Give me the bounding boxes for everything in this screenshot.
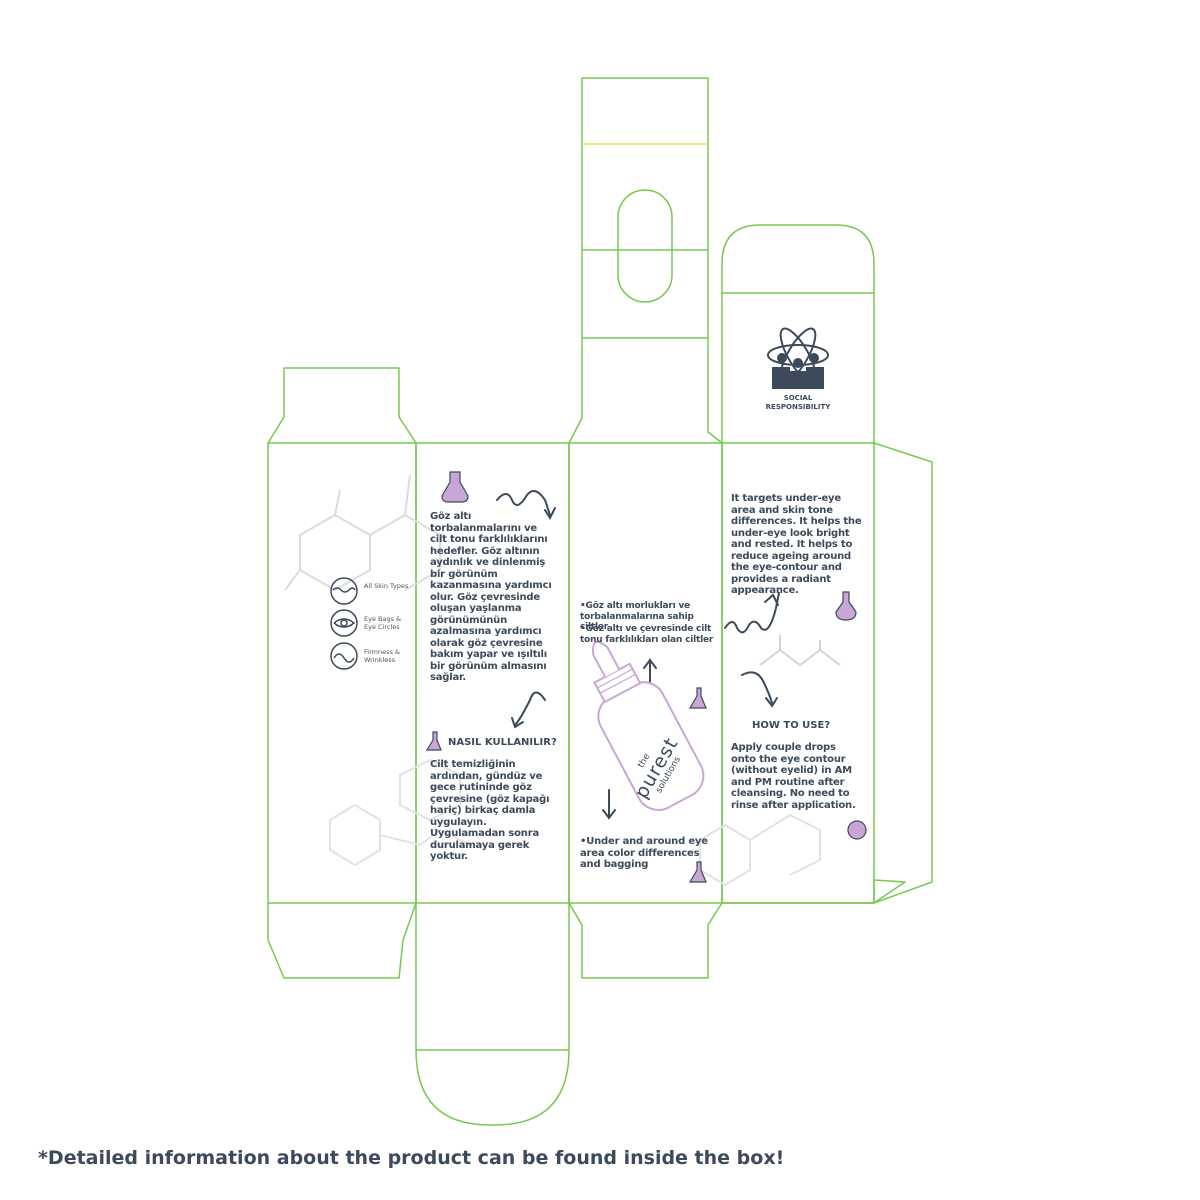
flask-icon-english xyxy=(835,591,867,840)
front-skin-types-tr-1: •Göz altı morlukları ve torbalanmalarına… xyxy=(580,601,694,632)
dropper-bottle xyxy=(592,640,705,811)
swirl-arrow-up-icon xyxy=(724,592,780,634)
social-responsibility-icon xyxy=(767,327,829,389)
curved-arrow-down-icon-2 xyxy=(741,671,778,708)
swirl-arrow-icon xyxy=(496,490,556,521)
molecule-watermark-english xyxy=(759,635,841,667)
skin-types-icon xyxy=(330,577,358,605)
curved-arrow-down-icon xyxy=(511,691,546,729)
wave-icon xyxy=(330,642,358,670)
footer-note: *Detailed information about the product … xyxy=(38,1147,785,1169)
turkish-howto-heading: NASIL KULLANILIR? xyxy=(448,737,557,748)
icon-label-firmness: Firmness & Wrinkless xyxy=(364,648,400,664)
english-howto-text: Apply couple drops onto the eye contour … xyxy=(731,742,856,811)
social-responsibility-label: SOCIAL RESPONSIBILITY xyxy=(765,394,831,411)
turkish-description: Göz altı torbalanmalarını ve cilt tonu f… xyxy=(430,511,552,683)
icon-label-eye-bags: Eye Bags & Eye Circles xyxy=(364,615,402,631)
flask-icon-howto xyxy=(425,731,442,751)
front-skin-types-tr-2: •Göz altı ve çevresinde cilt tonu farklı… xyxy=(580,624,714,645)
english-howto-heading: HOW TO USE? xyxy=(752,720,831,731)
turkish-howto-text: Cilt temizliğinin ardından, gündüz ve ge… xyxy=(430,759,550,862)
icon-label-all-skin-types: All Skin Types xyxy=(364,582,409,590)
dieline-outline xyxy=(267,77,933,1126)
molecule-watermark-left xyxy=(284,474,441,592)
eye-icon xyxy=(330,609,358,637)
flask-icon-front xyxy=(688,687,707,883)
arrow-down-icon xyxy=(602,789,616,820)
flask-icon xyxy=(441,471,469,503)
front-skin-types-en: •Under and around eye area color differe… xyxy=(580,836,708,870)
english-description: It targets under-eye area and skin tone … xyxy=(731,493,862,596)
